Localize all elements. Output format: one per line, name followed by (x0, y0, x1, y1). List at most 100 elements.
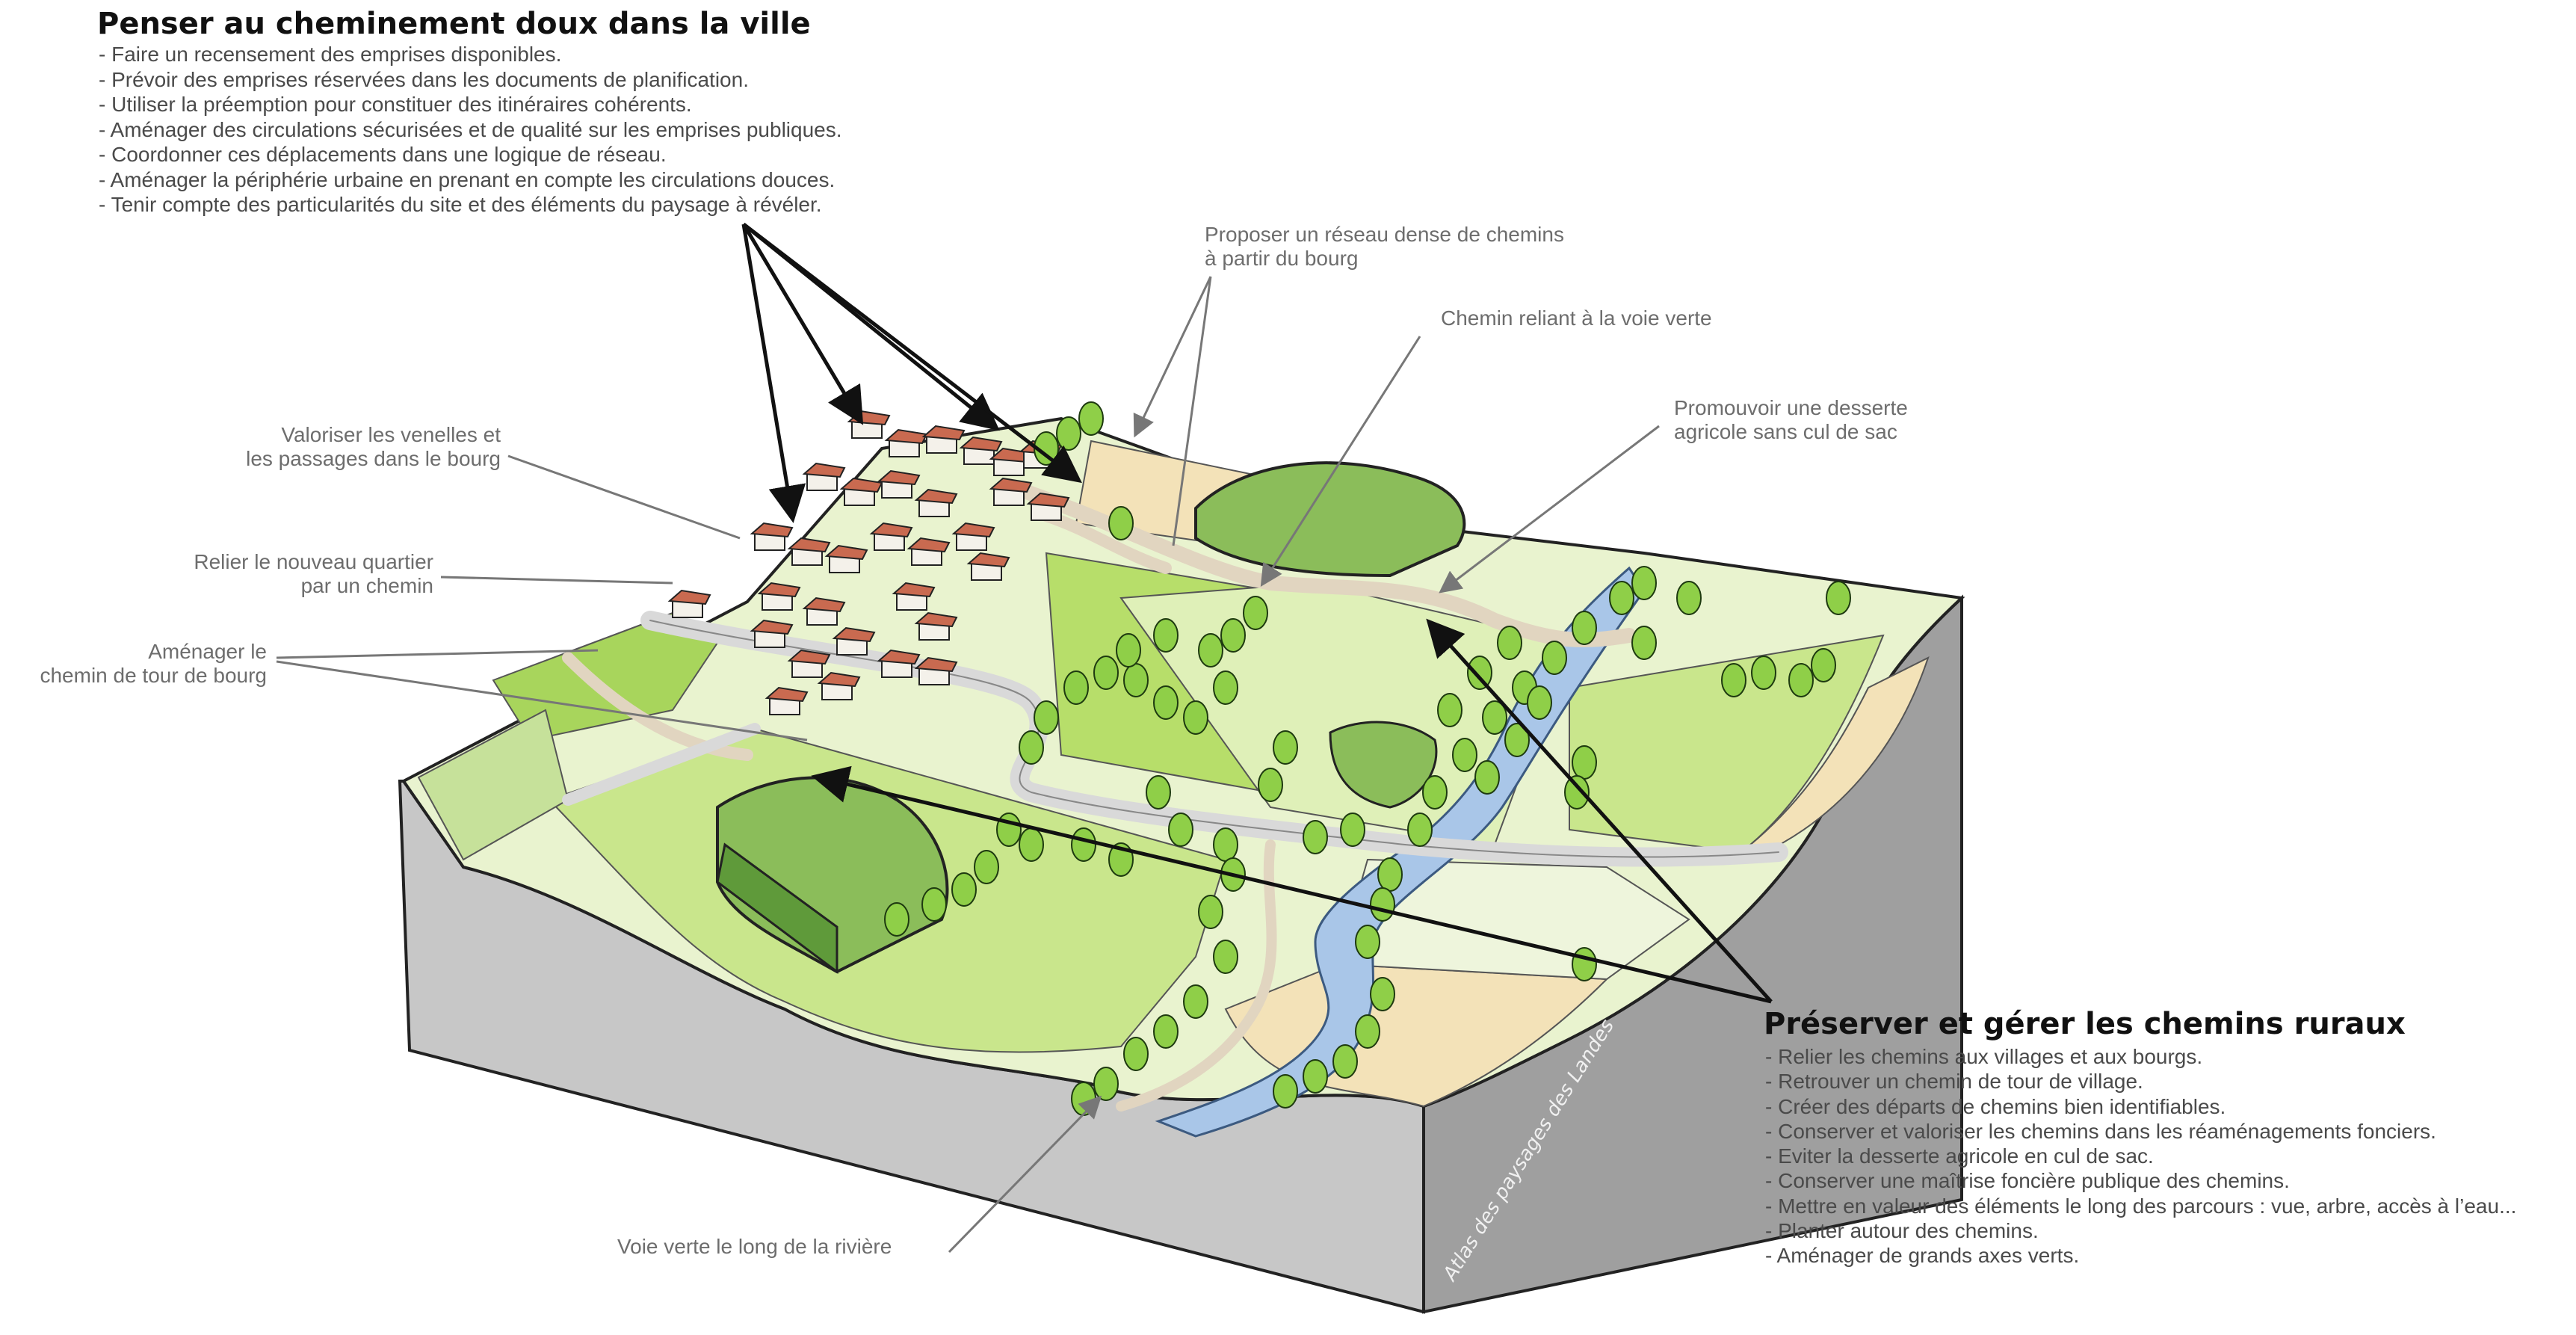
leader-quartier (440, 576, 673, 585)
tree (1213, 827, 1238, 862)
tree (1826, 581, 1851, 615)
tree (1609, 581, 1634, 615)
bottom-block-item: - Planter autour des chemins. (1765, 1219, 2039, 1243)
house (921, 425, 966, 454)
bottom-block-item: - Aménager de grands axes verts. (1765, 1244, 2080, 1268)
top-block-list: - Faire un recensement des emprises disp… (99, 42, 842, 218)
callout-voie-verte-link: Chemin reliant à la voie verte (1441, 306, 1712, 330)
path-north (1001, 478, 1637, 647)
top-block-item: - Tenir compte des particularités du sit… (99, 193, 822, 216)
tree (1631, 566, 1657, 600)
house (877, 649, 921, 678)
tree (1572, 611, 1597, 645)
leader-reseau-1 (1133, 276, 1212, 438)
house (914, 611, 958, 641)
tree (1146, 775, 1171, 810)
tree (1123, 663, 1149, 697)
callout-venelles-line2: les passages dans le bourg (246, 447, 501, 470)
callout-quartier-line1: Relier le nouveau quartier (194, 550, 433, 573)
callout-tour-bourg-line2: chemin de tour de bourg (40, 664, 267, 687)
house (914, 488, 958, 517)
tree (1056, 416, 1081, 451)
leader-voie-verte-link (1260, 336, 1421, 588)
house (787, 537, 831, 566)
leader-tour-bourg-2 (276, 660, 808, 742)
arrow-bottom-2 (1426, 618, 1773, 1003)
top-block-item: - Faire un recensement des emprises disp… (99, 43, 562, 66)
path-tour-bourg (562, 652, 753, 761)
leader-desserte (1439, 425, 1660, 593)
path-bourg-east (1040, 510, 1172, 574)
leader-venelles (507, 454, 741, 540)
tree (1093, 656, 1119, 690)
tree (1407, 813, 1433, 847)
tree (1572, 745, 1597, 780)
tree (1467, 656, 1492, 690)
callout-reseau-line2: à partir du bourg (1205, 247, 1359, 270)
tree (1676, 581, 1702, 615)
tree (1183, 700, 1208, 735)
house (959, 436, 1003, 465)
arrow-top-2 (741, 223, 864, 425)
house (832, 626, 876, 656)
house (989, 477, 1033, 506)
arrow-top-4 (742, 223, 1082, 484)
house (884, 428, 928, 457)
house (914, 656, 958, 685)
callout-reseau-line1: Proposer un réseau dense de chemins (1205, 223, 1564, 246)
tree (1303, 820, 1328, 854)
callout-desserte: Promouvoir une desserte agricole sans cu… (1674, 396, 1908, 444)
house (951, 522, 995, 551)
tree (1213, 670, 1238, 705)
tree (1071, 1082, 1096, 1116)
tree (1437, 693, 1462, 727)
callout-desserte-line1: Promouvoir une desserte (1674, 396, 1908, 419)
house (966, 552, 1010, 581)
tree (1093, 1067, 1119, 1101)
trees (884, 401, 1851, 1116)
tree (1153, 618, 1179, 653)
house (757, 582, 801, 611)
bottom-block-item: - Retrouver un chemin de tour de village… (1765, 1070, 2143, 1094)
callout-tour-bourg-line1: Aménager le (148, 640, 267, 663)
tree (921, 887, 947, 922)
callout-voie-verte-link-line1: Chemin reliant à la voie verte (1441, 306, 1712, 330)
tree (1273, 1074, 1298, 1109)
field-beige-right (1740, 656, 1930, 861)
tree (1019, 730, 1044, 765)
callout-venelles-line1: Valoriser les venelles et (281, 423, 501, 446)
tree (1340, 813, 1365, 847)
callout-reseau: Proposer un réseau dense de chemins à pa… (1205, 223, 1564, 271)
tree (1153, 685, 1179, 720)
tree (1482, 700, 1507, 735)
tree (951, 872, 977, 907)
tree (1019, 827, 1044, 862)
tree (1183, 984, 1208, 1019)
main-arrows (741, 223, 1773, 1004)
callout-leader-lines (276, 276, 1660, 1254)
tree (1063, 670, 1089, 705)
tree (1198, 895, 1223, 929)
tree (1377, 857, 1403, 892)
wood-front-side (716, 842, 838, 974)
tree (1497, 626, 1522, 660)
tree (1542, 641, 1567, 675)
path-riverside (1116, 839, 1277, 1112)
top-block-item: - Coordonner ces déplacements dans une l… (99, 143, 667, 166)
tree (1123, 1037, 1149, 1071)
top-block-item: - Prévoir des emprises réservées dans le… (99, 67, 749, 91)
tree (884, 902, 909, 937)
bottom-block-item: - Conserver une maîtrise foncière publiq… (1765, 1169, 2290, 1193)
top-block-item: - Aménager des circulations sécurisées e… (99, 117, 842, 141)
leader-tour-bourg-1 (276, 649, 599, 659)
callout-venelles: Valoriser les venelles et les passages d… (172, 423, 501, 471)
top-block-item: - Utiliser la préemption pour constituer… (99, 93, 692, 116)
callout-riviere: Voie verte le long de la rivière (617, 1235, 892, 1259)
tree (1631, 626, 1657, 660)
path-left-edge (562, 723, 761, 806)
tree (1527, 685, 1552, 720)
house (750, 619, 794, 648)
house (667, 589, 711, 618)
leader-riviere (948, 1095, 1102, 1254)
tree (1811, 648, 1836, 682)
